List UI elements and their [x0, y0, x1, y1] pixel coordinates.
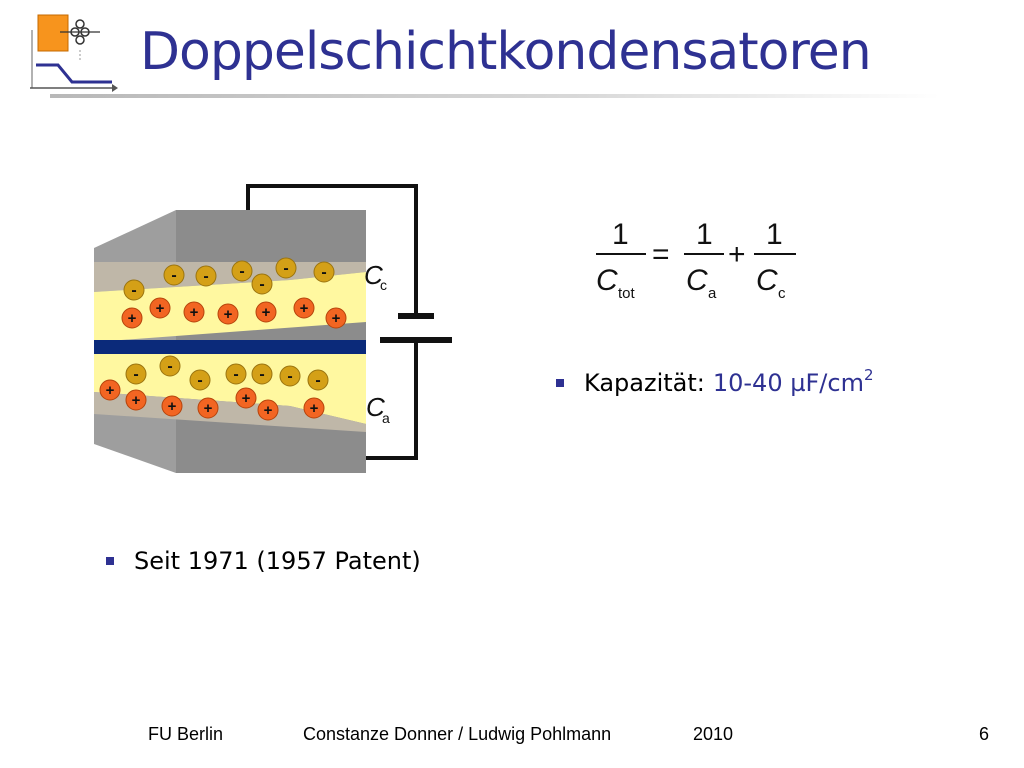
- anion-icon: [125, 363, 147, 385]
- cation-icon: [99, 379, 121, 401]
- cation-icon: [121, 307, 143, 329]
- anion-icon: [159, 355, 181, 377]
- bullet-capacity: Kapazität: 10-40 µF/cm2: [556, 366, 874, 397]
- anion-icon: [225, 363, 247, 385]
- svg-text:+: +: [190, 304, 199, 321]
- cation-icon: [183, 301, 205, 323]
- title-divider: [50, 94, 940, 98]
- capacitance-formula: 1 C tot = 1 C a + 1 C c: [596, 218, 796, 302]
- formula-symbol: C: [596, 264, 618, 297]
- svg-text:-: -: [283, 260, 288, 277]
- cc-sub: c: [380, 277, 387, 293]
- bullet-marker: [556, 379, 564, 387]
- formula-numerator: 1: [612, 218, 629, 251]
- svg-text:+: +: [106, 382, 115, 399]
- svg-text:+: +: [204, 400, 213, 417]
- double-layer-capacitor-diagram: -------+++++++ -------+++++++ C c C a: [94, 184, 452, 473]
- svg-text:-: -: [133, 366, 138, 383]
- svg-text:+: +: [242, 390, 251, 407]
- anion-icon: [123, 279, 145, 301]
- formula-sub-a: a: [708, 285, 717, 302]
- svg-text:-: -: [203, 268, 208, 285]
- cation-icon: [325, 307, 347, 329]
- anion-icon: [251, 363, 273, 385]
- capacity-label: Kapazität:: [584, 369, 705, 397]
- svg-text:+: +: [224, 306, 233, 323]
- cation-icon: [217, 303, 239, 325]
- formula-sub-tot: tot: [618, 285, 636, 302]
- anion-icon: [307, 369, 329, 391]
- anion-icon: [195, 265, 217, 287]
- cation-icon: [235, 387, 257, 409]
- svg-text:+: +: [300, 300, 309, 317]
- svg-text:+: +: [332, 310, 341, 327]
- svg-text:+: +: [310, 400, 319, 417]
- footer-page-number: 6: [979, 724, 990, 744]
- anion-icon: [189, 369, 211, 391]
- page-title: Doppelschichtkondensatoren: [140, 22, 872, 82]
- svg-text:-: -: [239, 263, 244, 280]
- svg-text:-: -: [315, 372, 320, 389]
- cation-icon: [125, 389, 147, 411]
- formula-symbol: C: [686, 264, 708, 297]
- svg-text:-: -: [171, 267, 176, 284]
- svg-text:+: +: [156, 300, 165, 317]
- bullet-marker: [106, 557, 114, 565]
- cation-icon: [293, 297, 315, 319]
- bullet-history: Seit 1971 (1957 Patent): [106, 547, 421, 575]
- svg-text:-: -: [259, 366, 264, 383]
- svg-text:-: -: [259, 276, 264, 293]
- footer-year: 2010: [693, 724, 734, 744]
- ca-sub: a: [382, 410, 390, 426]
- cc-label: C: [364, 260, 383, 290]
- svg-text:-: -: [233, 366, 238, 383]
- anion-icon: [251, 273, 273, 295]
- svg-text:-: -: [131, 282, 136, 299]
- footer-institution: FU Berlin: [148, 724, 224, 744]
- capacity-value: 10-40 µF/cm2: [712, 366, 874, 397]
- svg-text:-: -: [167, 358, 172, 375]
- formula-sub-c: c: [778, 285, 786, 302]
- cation-icon: [161, 395, 183, 417]
- logo: [30, 14, 118, 92]
- svg-text:-: -: [287, 368, 292, 385]
- svg-text:+: +: [128, 310, 137, 327]
- cation-icon: [303, 397, 325, 419]
- cation-icon: [149, 297, 171, 319]
- svg-text:-: -: [197, 372, 202, 389]
- svg-text:+: +: [132, 392, 141, 409]
- svg-text:+: +: [264, 402, 273, 419]
- anion-icon: [275, 257, 297, 279]
- capacity-superscript: 2: [863, 366, 874, 384]
- formula-plus: +: [728, 238, 746, 271]
- anion-icon: [231, 260, 253, 282]
- svg-text:+: +: [168, 398, 177, 415]
- cation-icon: [255, 301, 277, 323]
- svg-text:-: -: [321, 264, 326, 281]
- anion-icon: [313, 261, 335, 283]
- formula-equals: =: [652, 238, 670, 271]
- cation-icon: [257, 399, 279, 421]
- footer-authors: Constanze Donner / Ludwig Pohlmann: [303, 724, 612, 744]
- anion-icon: [163, 264, 185, 286]
- formula-numerator: 1: [766, 218, 783, 251]
- svg-text:+: +: [262, 304, 271, 321]
- anion-icon: [279, 365, 301, 387]
- formula-symbol: C: [756, 264, 778, 297]
- history-text: Seit 1971 (1957 Patent): [134, 547, 421, 575]
- formula-numerator: 1: [696, 218, 713, 251]
- cation-icon: [197, 397, 219, 419]
- ca-label: C: [366, 392, 385, 422]
